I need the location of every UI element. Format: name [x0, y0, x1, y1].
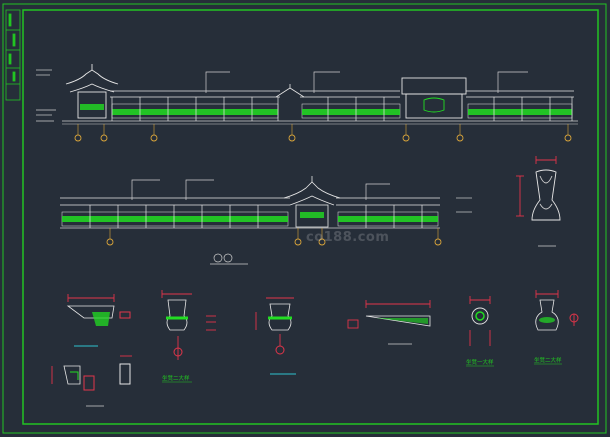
- elevation-top: [62, 64, 578, 142]
- title-strip: [5, 9, 21, 101]
- dimension-vase: [516, 156, 557, 217]
- pavilion-roof-icon: [65, 64, 119, 119]
- pavilion-lattice: [80, 104, 104, 110]
- center-pavilion: [275, 84, 305, 98]
- detail-bracket: [347, 300, 431, 345]
- detail-label-1: 坐凳二大样: [162, 374, 190, 382]
- outer-frame: [2, 3, 607, 434]
- detail-bench-1: [66, 294, 131, 347]
- note-lines-left: [36, 69, 56, 122]
- leaders-top: [205, 71, 528, 93]
- detail-label-2: 坐凳一大样: [466, 358, 494, 366]
- inner-frame: [22, 9, 599, 425]
- corridor-roof: [110, 90, 574, 98]
- finial-vase-icon: [531, 169, 561, 221]
- detail-urn: 坐凳二大样: [534, 290, 579, 365]
- detail-baluster-1: 坐凳二大样: [161, 290, 216, 383]
- elevation-middle: [60, 176, 472, 265]
- axis-lines-top: [77, 124, 569, 135]
- gate-building: [401, 77, 467, 119]
- lattice-band-top: [111, 103, 573, 119]
- section-mark: [210, 253, 248, 265]
- detail-baluster-2: [255, 297, 296, 375]
- detail-label-3: 坐凳二大样: [534, 356, 562, 364]
- posts-top: [111, 97, 573, 121]
- detail-round-plan: 坐凳一大样: [466, 296, 494, 367]
- detail-bench-1b: [51, 355, 132, 407]
- watermark: co188.com: [306, 230, 390, 245]
- axis-bubble-icon: [74, 134, 572, 142]
